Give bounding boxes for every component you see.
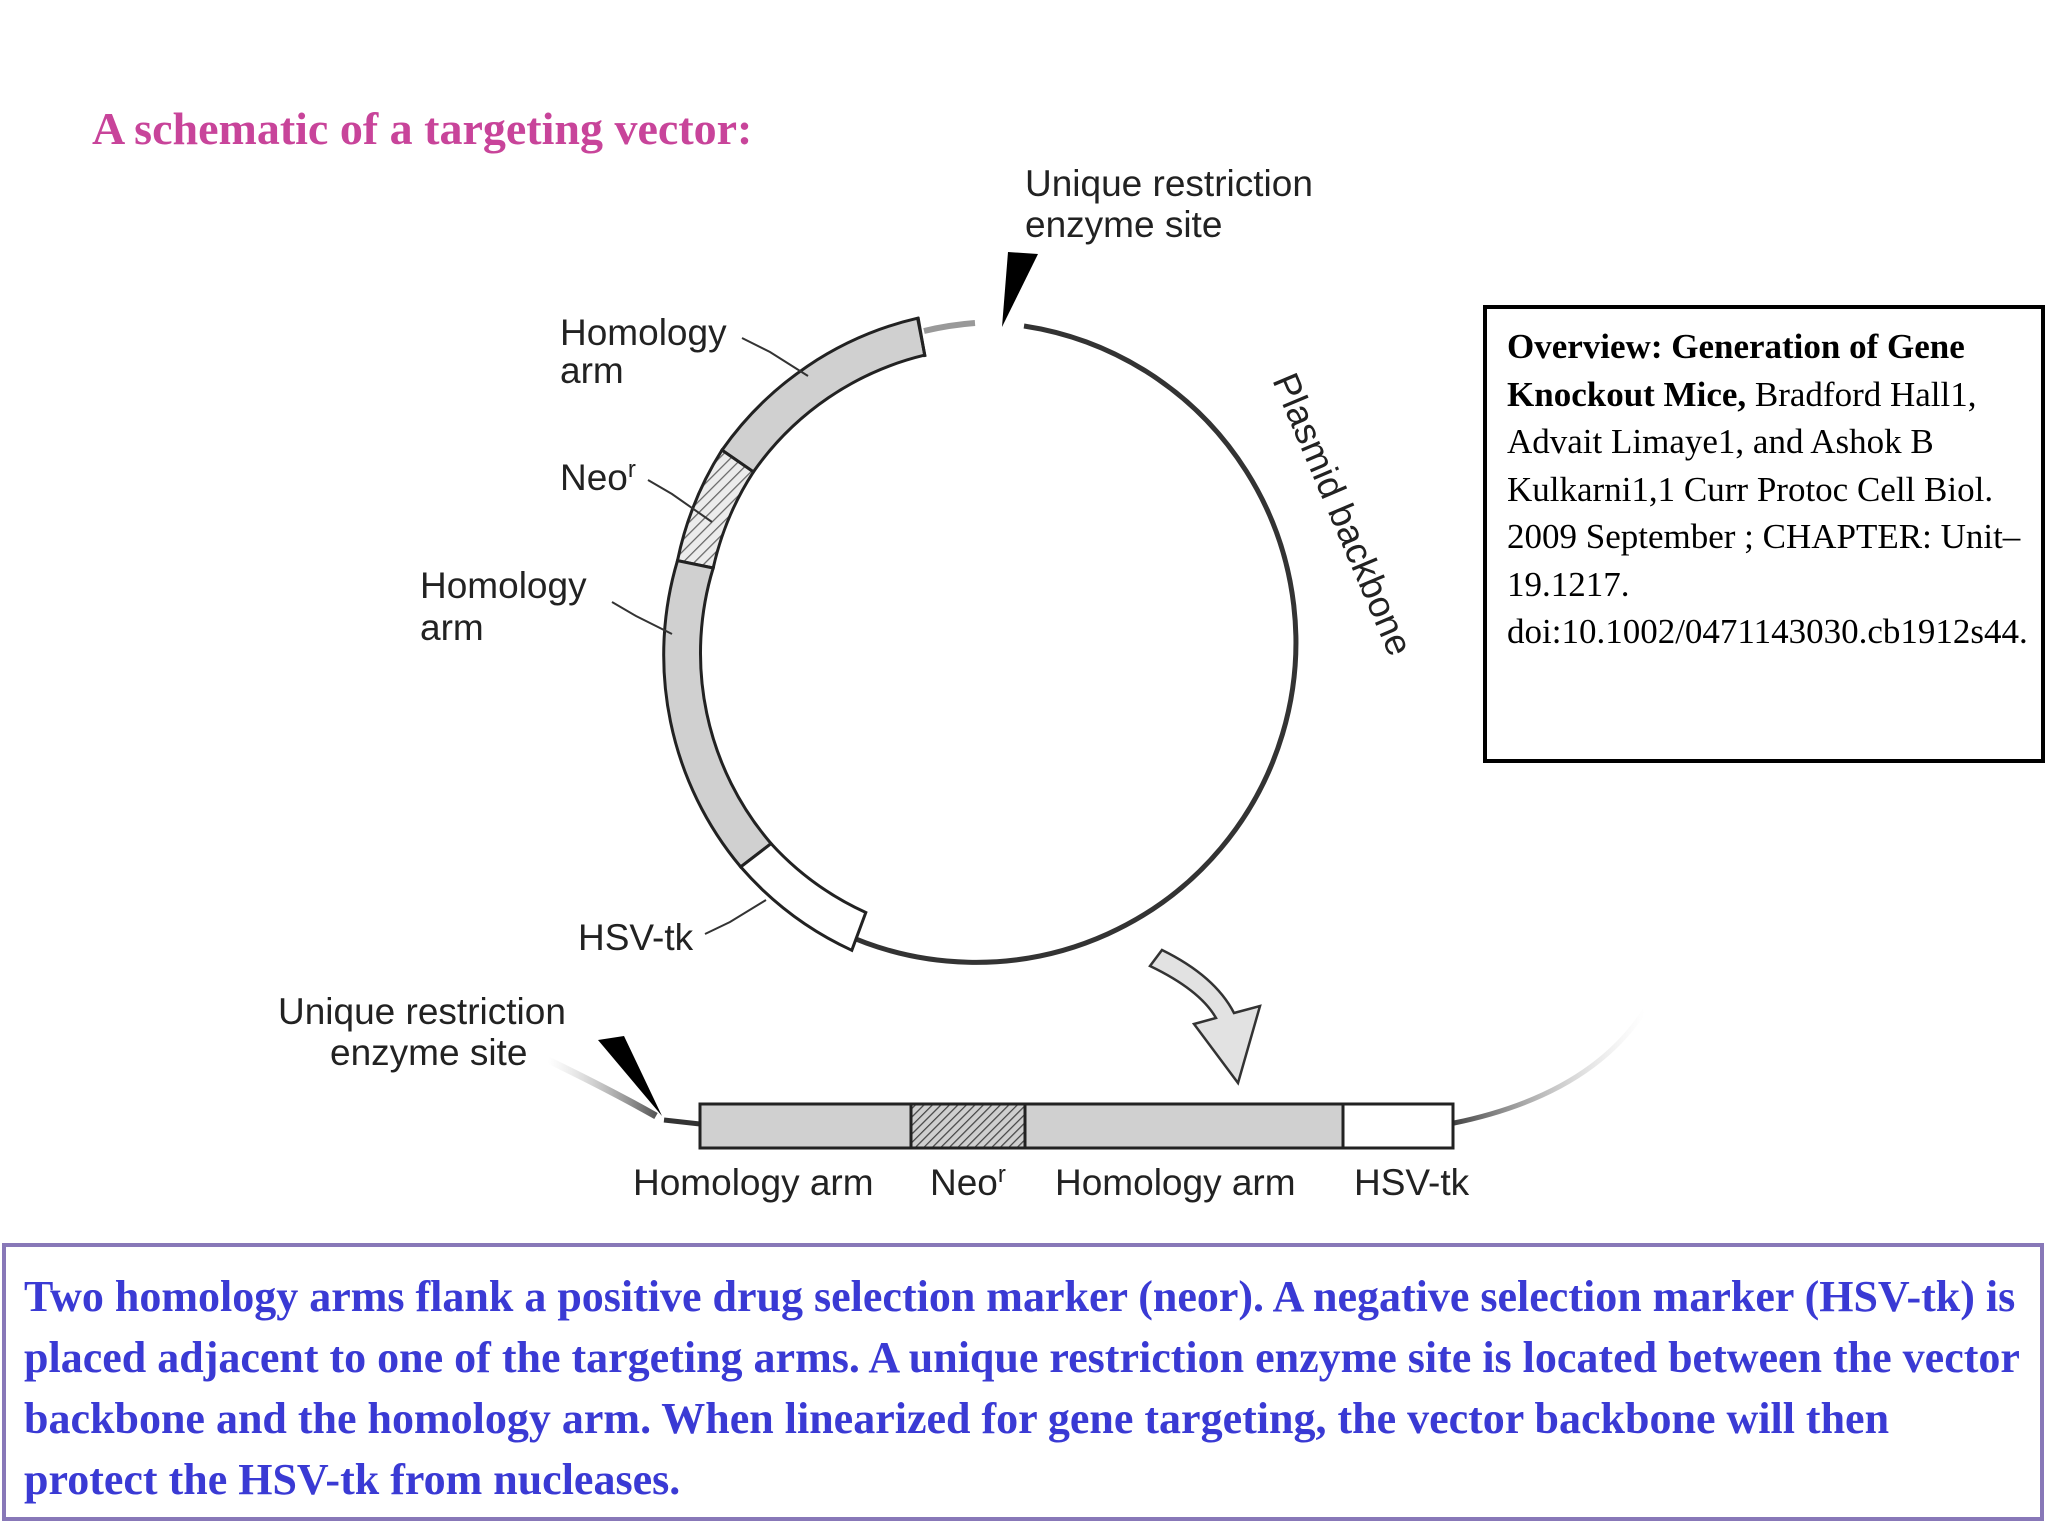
leader-hsv-tk	[704, 899, 767, 935]
linear-backbone-left	[546, 1056, 658, 1120]
top-site-label-line2: enzyme site	[1025, 204, 1222, 245]
gap-tick-left	[916, 316, 927, 358]
citation-details: Bradford Hall1, Advait Limaye1, and Asho…	[1507, 374, 2028, 652]
linear-homology-arm-2	[1023, 1102, 1345, 1150]
neo-label-superscript: r	[628, 456, 636, 483]
plasmid-backbone-arc	[840, 323, 1299, 965]
plasmid-backbone-label: Plasmid backbone	[1265, 367, 1421, 661]
hsv-tk-segment	[738, 841, 868, 953]
targeting-vector-diagram: Unique restriction enzyme site Homology …	[278, 163, 1648, 1203]
summary-text: Two homology arms flank a positive drug …	[24, 1272, 2020, 1504]
homology-arm-mid-label-line1: Homology	[420, 565, 587, 606]
homology-arm-top-label-line2: arm	[560, 350, 624, 391]
linear-neo	[909, 1102, 1027, 1150]
linear-backbone-right	[1453, 1008, 1648, 1126]
linear-hsv-tk-label: HSV-tk	[1354, 1162, 1470, 1203]
citation-title: Overview: Generation of Gene Knockout Mi…	[1507, 327, 1965, 414]
restriction-site-marker-linear	[598, 1036, 662, 1116]
homology-arm-top-label-line1: Homology	[560, 312, 727, 353]
linear-hsv-tk	[1341, 1102, 1455, 1150]
leader-neo	[647, 479, 713, 523]
linear-neo-label-superscript: r	[998, 1161, 1006, 1188]
homology-arm-mid-label-line2: arm	[420, 607, 484, 648]
summary-box: Two homology arms flank a positive drug …	[2, 1243, 2044, 1521]
backbone-stub	[923, 320, 976, 334]
neo-segment	[675, 447, 756, 570]
linearize-arrow	[1148, 948, 1262, 1086]
leader-homology-mid	[611, 601, 673, 635]
linear-neo-label: Neor	[930, 1161, 1006, 1203]
circular-vector: Unique restriction enzyme site Homology …	[420, 163, 1421, 965]
top-site-label-line1: Unique restriction	[1025, 163, 1313, 204]
linear-stub-left	[663, 1117, 701, 1127]
linear-site-label-line1: Unique restriction	[278, 991, 566, 1032]
linear-neo-label-text: Neo	[930, 1162, 998, 1203]
linear-homology-arm-2-label: Homology arm	[1055, 1162, 1296, 1203]
restriction-site-marker-top	[1002, 252, 1038, 327]
slide-title: A schematic of a targeting vector:	[92, 103, 753, 154]
linear-homology-arm-1	[698, 1102, 913, 1150]
neo-label-text: Neo	[560, 457, 628, 498]
linear-vector: Unique restriction enzyme site Homology …	[278, 991, 1648, 1203]
linear-site-label-line2: enzyme site	[330, 1032, 527, 1073]
homology-arm-top-segment	[719, 316, 927, 474]
linear-homology-arm-1-label: Homology arm	[633, 1162, 874, 1203]
leader-homology-top	[741, 337, 809, 377]
citation-box: Overview: Generation of Gene Knockout Mi…	[1483, 305, 2045, 763]
hsv-tk-label: HSV-tk	[578, 917, 694, 958]
neo-label: Neor	[560, 456, 636, 498]
homology-arm-mid-segment	[662, 558, 774, 869]
